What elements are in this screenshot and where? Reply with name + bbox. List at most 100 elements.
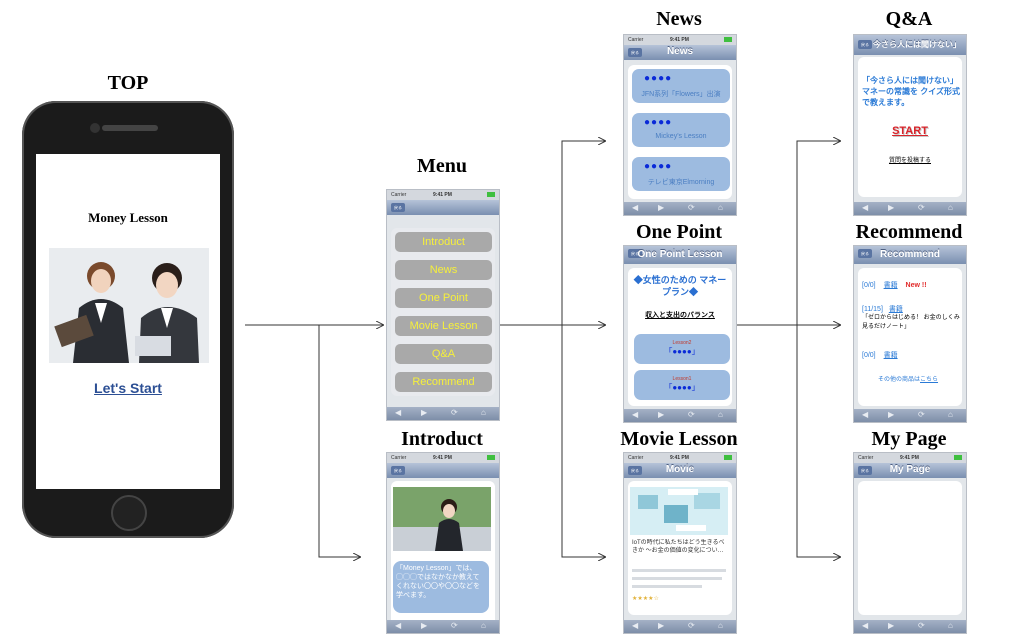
back-button[interactable]: 戻る — [858, 249, 872, 258]
entry-link[interactable]: 書籍 — [883, 352, 898, 359]
back-arrow-icon[interactable]: ◀ — [632, 410, 639, 419]
reload-icon[interactable]: ⟳ — [918, 410, 925, 419]
screen-recommend: Carrier 9:41 PM 戻る Recommend [0/0] 書籍 Ne… — [853, 245, 967, 423]
screen-qa: Carrier 9:41 PM 戻る 今さら人には聞けない」 「今さら人には聞け… — [853, 34, 967, 216]
reload-icon[interactable]: ⟳ — [688, 203, 695, 212]
home-icon[interactable]: ⌂ — [948, 621, 953, 630]
entry-link[interactable]: 書籍 — [883, 282, 898, 289]
reload-icon[interactable]: ⟳ — [918, 203, 925, 212]
back-arrow-icon[interactable]: ◀ — [862, 410, 869, 419]
qa-start-button[interactable]: START — [892, 125, 928, 137]
reload-icon[interactable]: ⟳ — [688, 410, 695, 419]
carrier-text: Carrier — [628, 455, 644, 461]
forward-arrow-icon[interactable]: ▶ — [888, 410, 895, 419]
toolbar: ◀ ▶ ⟳ ⌂ — [854, 202, 966, 215]
home-icon[interactable]: ⌂ — [718, 203, 723, 212]
more-products: その他の商品はこちら — [878, 374, 938, 383]
status-bar: Carrier 9:41 PM — [387, 190, 499, 200]
lesson-label: Lesson1 — [672, 376, 692, 382]
home-icon[interactable]: ⌂ — [481, 621, 486, 630]
reload-icon[interactable]: ⟳ — [451, 408, 458, 417]
back-arrow-icon[interactable]: ◀ — [862, 621, 869, 630]
qa-post-link[interactable]: 質問を投稿する — [888, 158, 931, 164]
status-bar: Carrier 9:41 PM — [387, 453, 499, 463]
forward-arrow-icon[interactable]: ▶ — [658, 621, 665, 630]
home-icon[interactable]: ⌂ — [718, 621, 723, 630]
qa-content: 「今さら人には聞けない」マネーの常識を クイズ形式で教えます。 START 質問… — [858, 57, 962, 197]
back-button[interactable]: 戻る — [858, 40, 872, 49]
battery-icon — [724, 37, 732, 42]
back-button[interactable]: 戻る — [391, 466, 405, 475]
nav-bar: 戻る — [387, 463, 499, 478]
back-button[interactable]: 戻る — [628, 466, 642, 475]
lesson-card[interactable]: Lesson1 「●●●●」 — [634, 370, 730, 400]
nav-title: 今さら人には聞けない」 — [873, 40, 961, 49]
forward-arrow-icon[interactable]: ▶ — [421, 621, 428, 630]
home-icon[interactable]: ⌂ — [948, 410, 953, 419]
toolbar: ◀ ▶ ⟳ ⌂ — [854, 409, 966, 422]
lets-start-link[interactable]: Let's Start — [94, 380, 162, 396]
menu-item-qa[interactable]: Q&A — [395, 344, 492, 364]
nav-title: Recommend — [879, 249, 940, 260]
back-button[interactable]: 戻る — [628, 249, 642, 258]
screen-one-point: Carrier 9:41 PM 戻る One Point Lesson ◆女性の… — [623, 245, 737, 423]
movie-article-title[interactable]: IoTの時代に私たちはどう生きるべきか 〜お金の価値の変化につい… — [632, 540, 725, 554]
back-arrow-icon[interactable]: ◀ — [395, 621, 402, 630]
forward-arrow-icon[interactable]: ▶ — [421, 408, 428, 417]
reload-icon[interactable]: ⟳ — [688, 621, 695, 630]
reload-icon[interactable]: ⟳ — [918, 621, 925, 630]
nav-title: Movie — [665, 464, 695, 475]
time-text: 9:41 PM — [433, 192, 452, 198]
app-title: Money Lesson — [88, 210, 168, 225]
forward-arrow-icon[interactable]: ▶ — [888, 203, 895, 212]
back-button[interactable]: 戻る — [628, 48, 642, 57]
back-arrow-icon[interactable]: ◀ — [632, 621, 639, 630]
news-item[interactable]: ●●●● Mickey's Lesson — [632, 113, 730, 147]
menu-item-movie-lesson[interactable]: Movie Lesson — [395, 316, 492, 336]
lesson-card[interactable]: Lesson2 「●●●●」 — [634, 334, 730, 364]
back-button[interactable]: 戻る — [858, 466, 872, 475]
back-arrow-icon[interactable]: ◀ — [395, 408, 402, 417]
menu-item-recommend[interactable]: Recommend — [395, 372, 492, 392]
nav-bar: 戻る Movie — [624, 463, 736, 478]
home-icon[interactable]: ⌂ — [948, 203, 953, 212]
carrier-text: Carrier — [858, 455, 874, 461]
back-arrow-icon[interactable]: ◀ — [862, 203, 869, 212]
more-link[interactable]: こちら — [920, 377, 939, 383]
nav-bar: 戻る Recommend — [854, 246, 966, 264]
forward-arrow-icon[interactable]: ▶ — [658, 203, 665, 212]
text-line — [632, 569, 726, 572]
menu-item-one-point[interactable]: One Point — [395, 288, 492, 308]
home-button[interactable] — [111, 495, 147, 531]
battery-icon — [954, 455, 962, 460]
recommend-entry: [11/15] 書籍 — [862, 304, 903, 314]
news-caption: Mickey's Lesson — [655, 133, 707, 140]
entry-date: [0/0] — [862, 352, 876, 359]
status-bar: Carrier 9:41 PM — [854, 453, 966, 463]
nav-bar: 戻る — [387, 200, 499, 215]
forward-arrow-icon[interactable]: ▶ — [658, 410, 665, 419]
movie-content: IoTの時代に私たちはどう生きるべきか 〜お金の価値の変化につい… ★★★★☆ — [628, 481, 732, 615]
forward-arrow-icon[interactable]: ▶ — [888, 621, 895, 630]
introduct-bubble: 「Money Lesson」では、◯◯◯ではなかなか教えてくれない〇〇や〇〇など… — [393, 561, 489, 613]
menu-item-introduct[interactable]: Introduct — [395, 232, 492, 252]
entry-date: [11/15] — [862, 306, 883, 313]
screen-menu: Carrier 9:41 PM 戻る Introduct News One Po… — [386, 189, 500, 421]
entry-description: 「ゼロからはじめる！ お金のしくみ 見るだけノート」 — [862, 315, 960, 330]
home-icon[interactable]: ⌂ — [481, 408, 486, 417]
menu-item-news[interactable]: News — [395, 260, 492, 280]
reload-icon[interactable]: ⟳ — [451, 621, 458, 630]
back-arrow-icon[interactable]: ◀ — [632, 203, 639, 212]
label-top: TOP — [107, 72, 149, 94]
entry-link[interactable]: 書籍 — [888, 306, 903, 313]
back-button[interactable]: 戻る — [391, 203, 405, 212]
news-item[interactable]: ●●●● JFN系列「Flowers」出演 — [632, 69, 730, 103]
text-line — [632, 577, 722, 580]
nav-title: One Point Lesson — [637, 249, 723, 260]
home-icon[interactable]: ⌂ — [718, 410, 723, 419]
news-item[interactable]: ●●●● テレビ東京Elmorning — [632, 157, 730, 191]
label-recommend: Recommend — [855, 221, 963, 243]
menu-list: Introduct News One Point Movie Lesson Q&… — [391, 228, 495, 396]
recommend-entry: [0/0] 書籍 New !! — [862, 280, 927, 290]
lesson-value: 「●●●●」 — [664, 347, 700, 356]
